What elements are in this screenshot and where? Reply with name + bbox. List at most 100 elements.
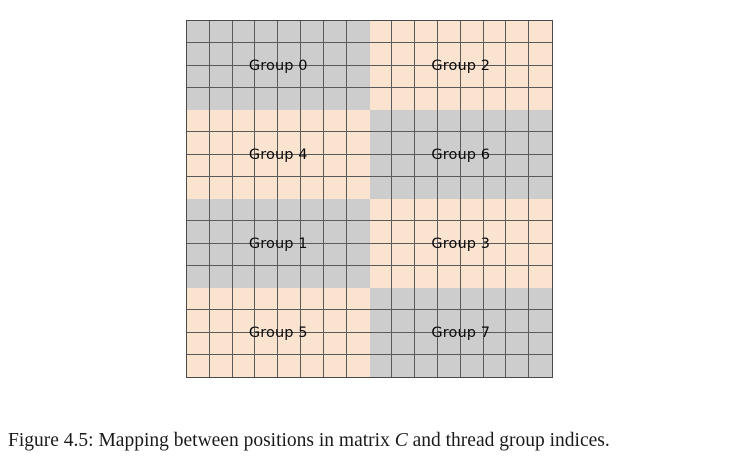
matrix-cell <box>415 132 438 155</box>
matrix-cell <box>529 65 552 88</box>
matrix-cell <box>301 110 324 133</box>
matrix-cell <box>323 332 347 355</box>
matrix-cell <box>187 243 210 266</box>
matrix-cell <box>323 354 347 377</box>
matrix-cell <box>187 332 210 355</box>
matrix-cell <box>529 243 552 266</box>
matrix-cell <box>187 310 210 333</box>
matrix-cell <box>187 221 210 244</box>
matrix-cell <box>255 21 279 44</box>
matrix-cell <box>369 110 393 133</box>
matrix-cell <box>346 65 370 88</box>
matrix-cell <box>209 176 233 199</box>
matrix-cell <box>369 288 393 311</box>
matrix-cell <box>437 354 461 377</box>
matrix-cell <box>437 199 461 222</box>
matrix-cell <box>529 332 552 355</box>
matrix-cell <box>209 110 233 133</box>
matrix-cell <box>392 110 416 133</box>
group-block-group-6: Group 6 <box>369 110 552 199</box>
matrix-cell <box>346 310 370 333</box>
matrix-cell <box>209 221 233 244</box>
matrix-cell <box>209 310 233 333</box>
matrix-cell <box>209 132 233 155</box>
matrix-cell <box>346 132 370 155</box>
matrix-cell <box>483 87 507 110</box>
matrix-cell <box>278 87 302 110</box>
matrix-cell <box>187 199 210 222</box>
matrix-cell <box>460 265 484 288</box>
matrix-cell <box>301 265 324 288</box>
matrix-cell <box>369 132 393 155</box>
matrix-cell <box>346 265 370 288</box>
matrix-cell <box>209 199 233 222</box>
matrix-cell <box>232 87 256 110</box>
matrix-cell <box>323 154 347 177</box>
matrix-cell <box>187 154 210 177</box>
matrix-cell <box>323 110 347 133</box>
matrix-cell <box>301 87 324 110</box>
matrix-cell <box>529 110 552 133</box>
matrix-cell <box>460 21 484 44</box>
matrix-cell <box>460 288 484 311</box>
matrix-cell <box>278 65 302 88</box>
matrix-cell <box>483 199 507 222</box>
matrix-cell <box>483 132 507 155</box>
matrix-cell <box>392 288 416 311</box>
group-block-group-4: Group 4 <box>187 110 370 199</box>
matrix-cell <box>187 176 210 199</box>
matrix-cell <box>483 288 507 311</box>
matrix-cell <box>323 87 347 110</box>
matrix-cell <box>483 65 507 88</box>
matrix-cell <box>529 221 552 244</box>
matrix-cell <box>506 43 530 66</box>
matrix-cell <box>506 199 530 222</box>
matrix-cell <box>392 243 416 266</box>
matrix-cell <box>209 265 233 288</box>
matrix-cell <box>529 199 552 222</box>
matrix-cell <box>301 199 324 222</box>
matrix-cell <box>255 221 279 244</box>
matrix-cell <box>278 154 302 177</box>
matrix-cell <box>529 132 552 155</box>
matrix-cell <box>346 221 370 244</box>
matrix-cell <box>460 354 484 377</box>
group-block-group-3: Group 3 <box>369 199 552 288</box>
matrix-cell <box>232 265 256 288</box>
caption-suffix: and thread group indices. <box>407 430 610 451</box>
matrix-cell <box>278 354 302 377</box>
matrix-cell <box>460 199 484 222</box>
matrix-cell <box>301 21 324 44</box>
matrix-cell <box>415 243 438 266</box>
matrix-cell <box>460 176 484 199</box>
matrix-cell <box>187 21 210 44</box>
matrix-cell <box>278 265 302 288</box>
matrix-cell <box>232 243 256 266</box>
matrix-cell <box>323 199 347 222</box>
matrix-cell <box>392 65 416 88</box>
matrix-cell <box>415 354 438 377</box>
figure-caption: Figure 4.5: Mapping between positions in… <box>8 428 734 454</box>
matrix-cell <box>392 221 416 244</box>
matrix-cell <box>255 310 279 333</box>
group-block-group-2: Group 2 <box>369 21 552 110</box>
matrix-cell <box>460 221 484 244</box>
matrix-cell <box>437 243 461 266</box>
matrix-cell <box>369 310 393 333</box>
matrix-cell <box>346 332 370 355</box>
matrix-cell <box>415 265 438 288</box>
group-block-group-7: Group 7 <box>369 288 552 377</box>
matrix-cell <box>278 310 302 333</box>
matrix-cell <box>346 110 370 133</box>
matrix-cell <box>483 243 507 266</box>
matrix-cell <box>460 332 484 355</box>
matrix-cell <box>415 176 438 199</box>
matrix-cell <box>392 332 416 355</box>
matrix-cell <box>346 288 370 311</box>
matrix-cell <box>255 243 279 266</box>
matrix-cell <box>301 310 324 333</box>
matrix-cell <box>369 43 393 66</box>
matrix-cell <box>437 110 461 133</box>
matrix-cell <box>346 21 370 44</box>
